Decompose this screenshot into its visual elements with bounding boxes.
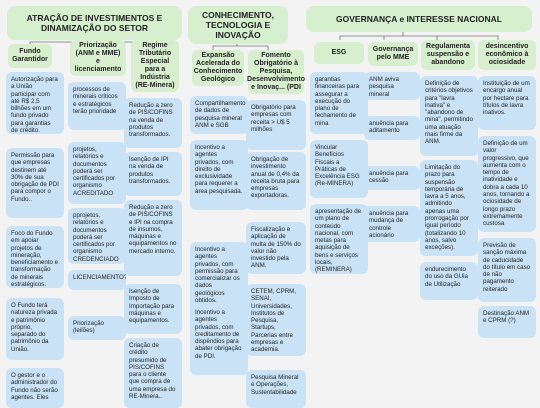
card-fomento-3: Fiscalização e aplicação de multa de 150… <box>246 222 306 274</box>
card-fundo-4: O Fundo terá natureza privada e patrimôn… <box>6 298 64 360</box>
card-regime-2: Isenção de IPI na venda de produtos tran… <box>124 152 182 196</box>
card-fomento-1: Obrigatório para empresas com receita > … <box>246 100 306 150</box>
card-regime-1: Redução a zero de PIS/COFINS na venda de… <box>124 98 182 148</box>
card-priorizacao-3: pprojetos, relatórios e documentos poder… <box>68 208 126 264</box>
card-desincentivo-1: Instituição de um encargo anual por hect… <box>478 76 536 130</box>
section-governance: GOVERNANÇA e INTERESSE NACIONAL <box>306 6 532 32</box>
card-priorizacao-1: processos de minerais críticos e estraté… <box>68 82 126 130</box>
column-gov-mme-header: Governança pelo MME <box>368 42 418 66</box>
card-desincentivo-2: Definição de um valor progressivo, que a… <box>478 136 536 232</box>
card-expansao-4: Incentivo a agentes privados, com credit… <box>190 305 248 375</box>
column-desincentivo-header: desincentivo econômico à ociosidade <box>478 40 536 70</box>
card-desincentivo-4: Destinação ANM e CPRM (?) <box>478 306 536 338</box>
card-fundo-3: Foco do Fundo em apoiar projetos de mine… <box>6 226 64 288</box>
card-regime-3: Redução a zero de PIS/COFINS e IPI na co… <box>124 200 182 276</box>
section-knowledge-title: CONHECIMENTO, TECNOLOGIA E INOVAÇÃO <box>201 10 275 40</box>
card-expansao-3: Incentivo a agentes privados, com permis… <box>190 242 248 314</box>
column-expansao-header: Expansão Acelerada do Conhecimento Geoló… <box>192 50 244 86</box>
card-regulamenta-3: endurecimento do uso da GUia de Utilizaç… <box>420 262 478 300</box>
card-fomento-4: CETEM, CPRM, SENAI, Universidades, Insti… <box>246 284 306 356</box>
column-priorizacao-header: Priorização (ANM e MME) e licenciamento <box>70 40 126 76</box>
column-regime-header: Regime Tributário Especial para a Indúst… <box>131 40 179 92</box>
card-expansao-2: Incentivo a agentes privados, com direit… <box>190 140 248 210</box>
column-fomento-header: Fomento Obrigatório à Pesquisa, Desenvol… <box>247 50 305 94</box>
card-priorizacao-5: Priorização (leilões) <box>68 316 126 340</box>
card-gov-mme-4: anuência para mudança de controle acioná… <box>364 206 420 242</box>
section-attraction-title: ATRAÇÃO DE INVESTIMENTOS E DINAMIZAÇÃO D… <box>26 13 163 33</box>
card-regulamenta-1: Definição de critérios objetivos para "l… <box>420 76 478 156</box>
card-gov-mme-2: anuência para aditamento <box>364 116 420 140</box>
column-fundo-header: Fundo Garantidor <box>8 44 52 68</box>
card-regime-4: Isenção de Imposto de Importação para má… <box>124 284 182 334</box>
card-fomento-5: Pesquisa Mineral e Operações, Sustentabi… <box>246 370 306 408</box>
section-governance-title: GOVERNANÇA e INTERESSE NACIONAL <box>336 14 502 24</box>
card-regime-5: Criação de crédito presumido de PIS/COFI… <box>124 338 182 408</box>
section-knowledge: CONHECIMENTO, TECNOLOGIA E INOVAÇÃO <box>188 6 288 44</box>
card-gov-mme-3: anuência para cessão <box>364 166 420 190</box>
card-fundo-5: O gestor e o administrador do Fundo não … <box>6 368 64 408</box>
card-fomento-2: Obrigação de investimento anual de 0,4% … <box>246 152 306 210</box>
card-priorizacao-2: projetos, relatórios e documentos poderá… <box>68 142 126 204</box>
card-fundo-2: Permissão para que empresas destinem até… <box>6 148 64 218</box>
card-desincentivo-3: Previsão de sanção máxima de caducidade … <box>478 238 536 302</box>
card-priorizacao-4: LICENCIAMENTO??? <box>68 270 126 290</box>
column-regulamenta-header: Regulamenta suspensão e abandono <box>421 40 475 70</box>
section-attraction: ATRAÇÃO DE INVESTIMENTOS E DINAMIZAÇÃO D… <box>7 6 182 40</box>
card-esg-3: apresentação de um plano de conteúdo nac… <box>310 204 368 274</box>
column-esg-header: ESG <box>314 42 364 64</box>
card-esg-1: garantias financeiras para assegurar a e… <box>310 72 368 134</box>
card-fundo-1: Autorização para a União participar com … <box>6 72 64 134</box>
card-esg-2: Vincular Benefícios Fiscais a Práticas d… <box>310 140 368 198</box>
card-expansao-1: Compartilhamento de dados de pesquisa mi… <box>190 96 248 134</box>
card-regulamenta-2: Limitação do prazo para suspensão tempor… <box>420 160 478 256</box>
card-gov-mme-1: ANM aviva pesquisa mineral <box>364 72 420 100</box>
